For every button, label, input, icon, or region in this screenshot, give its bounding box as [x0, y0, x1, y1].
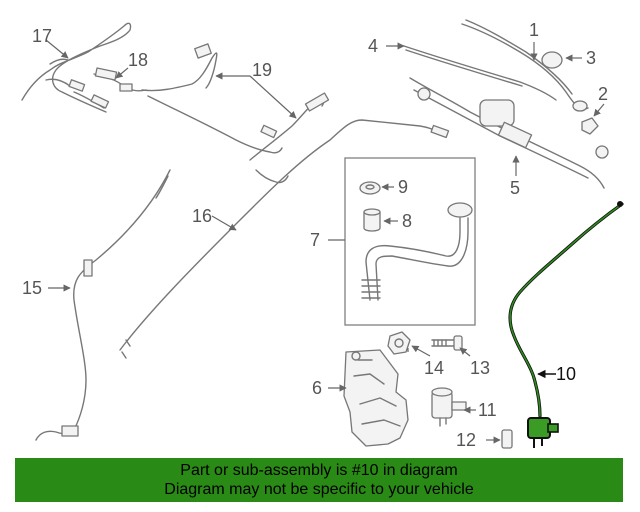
part-5-wiper-linkage: [409, 77, 609, 189]
callout-8: 8: [402, 211, 412, 231]
part-6-washer-reservoir: [343, 349, 409, 447]
part-9-seal: [359, 181, 381, 195]
part-12-grommet: [501, 429, 513, 449]
part-11-washer-pump: [431, 387, 467, 427]
part-2-nut: [581, 117, 599, 135]
callout-7: 7: [310, 230, 320, 250]
banner-line-1: Part or sub-assembly is #10 in diagram: [180, 462, 458, 479]
callout-5: 5: [510, 178, 520, 198]
part-4-wiper-blade: [403, 45, 557, 101]
callout-19: 19: [252, 60, 272, 80]
callout-12: 12: [456, 430, 476, 450]
callout-2: 2: [598, 84, 608, 104]
callout-3: 3: [586, 48, 596, 68]
callout-9: 9: [398, 177, 408, 197]
callout-18: 18: [128, 50, 148, 70]
part-7-filler-neck: [361, 202, 473, 301]
part-8-cap: [363, 208, 381, 232]
part-18-hose-connector: [93, 67, 147, 92]
part-17-hose-assembly: [21, 22, 132, 113]
part-19-washer-hoses: [141, 43, 330, 184]
part-1-wiper-arm: [461, 19, 589, 112]
part-14-nut: [387, 331, 411, 355]
part-13-bolt: [431, 335, 463, 351]
part-16-hose: [119, 119, 450, 359]
callout-11: 11: [478, 400, 497, 420]
callout-16: 16: [192, 206, 212, 226]
callout-15: 15: [22, 278, 42, 298]
callout-14: 14: [424, 358, 444, 378]
callout-4: 4: [368, 36, 378, 56]
callout-1: 1: [529, 20, 539, 40]
callout-13: 13: [470, 358, 490, 378]
callout-10: 10: [556, 364, 576, 384]
banner-line-2: Diagram may not be specific to your vehi…: [164, 481, 474, 498]
info-banner: Part or sub-assembly is #10 in diagram D…: [15, 458, 623, 502]
part-15-hose: [35, 169, 171, 441]
callout-6: 6: [312, 378, 322, 398]
part-3-cap: [541, 51, 563, 69]
callout-17: 17: [32, 26, 52, 46]
part-10-washer-hose-highlighted[interactable]: [508, 201, 624, 448]
detail-box: [344, 157, 476, 326]
